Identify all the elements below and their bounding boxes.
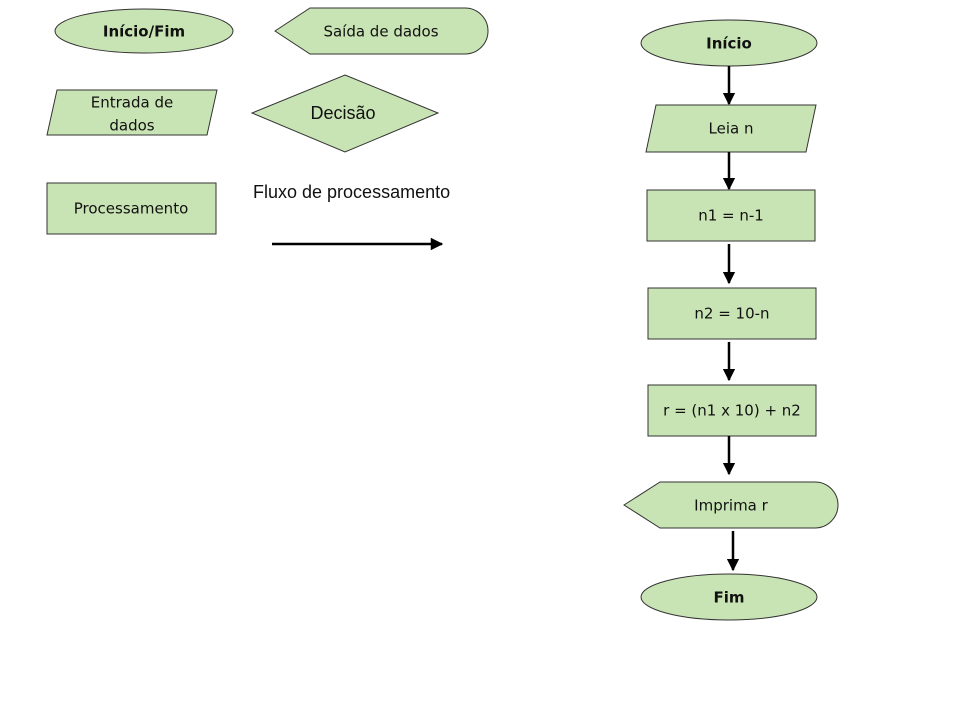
node-start: Início: [640, 19, 818, 67]
node-read-label: Leia n: [709, 120, 754, 138]
node-end-shape: [640, 573, 818, 621]
node-step2: n2 = 10-n: [647, 287, 817, 340]
node-step2-label: n2 = 10-n: [694, 305, 769, 323]
node-read-shape: [645, 104, 817, 153]
legend-process-shape: [46, 182, 217, 235]
legend-process: Processamento: [46, 182, 217, 235]
legend-input-label-line1: Entrada de: [91, 94, 173, 112]
node-step2-shape: [647, 287, 817, 340]
node-output-label: Imprima r: [694, 497, 768, 515]
legend-decision: Decisão: [250, 74, 440, 153]
legend-flow-label: Fluxo de processamento: [253, 182, 450, 202]
legend-output: Saída de dados: [274, 7, 489, 55]
legend-input: Entrada de dados: [46, 89, 218, 136]
legend-output-shape: [274, 7, 489, 55]
node-output: Imprima r: [623, 481, 839, 529]
node-start-label: Início: [706, 35, 752, 53]
legend-input-label-line2: dados: [109, 117, 154, 135]
legend-terminal-label: Início/Fim: [103, 23, 185, 41]
node-step1-label: n1 = n-1: [698, 207, 764, 225]
node-end-label: Fim: [713, 589, 744, 607]
legend-output-label: Saída de dados: [323, 23, 438, 41]
node-step3-label: r = (n1 x 10) + n2: [663, 402, 801, 420]
node-step3-shape: [647, 384, 817, 437]
flowchart: Início Leia n n1 = n-1 n2 = 10-n: [623, 19, 839, 621]
legend-input-shape: [46, 89, 218, 136]
node-end: Fim: [640, 573, 818, 621]
legend-flow: Fluxo de processamento: [253, 182, 450, 251]
legend-process-label: Processamento: [74, 200, 189, 218]
legend-decision-label: Decisão: [310, 103, 375, 123]
legend-decision-shape: [250, 74, 440, 153]
node-output-shape: [623, 481, 839, 529]
node-step1-shape: [646, 189, 816, 242]
legend-terminal-shape: [54, 8, 234, 54]
node-read: Leia n: [645, 104, 817, 153]
node-step3: r = (n1 x 10) + n2: [647, 384, 817, 437]
legend-terminal: Início/Fim: [54, 8, 234, 54]
legend: Início/Fim Saída de dados Entrada de dad…: [46, 7, 489, 251]
node-step1: n1 = n-1: [646, 189, 816, 242]
